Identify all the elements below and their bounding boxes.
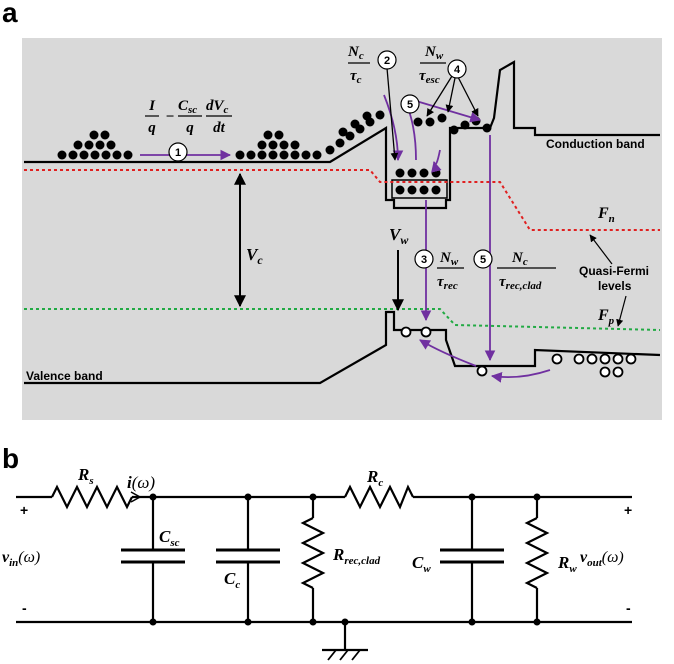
marker-4: 4 bbox=[447, 59, 467, 79]
fermi-level-p bbox=[24, 308, 661, 331]
marker-3: 3 bbox=[414, 249, 434, 269]
valence-band-edge bbox=[24, 310, 661, 385]
band-diagram-background bbox=[22, 38, 662, 420]
fn-label: Fn bbox=[597, 205, 615, 225]
vin-label: vin(ω) bbox=[2, 549, 40, 569]
marker-5b: 5 bbox=[473, 249, 493, 269]
svg-text:−: − bbox=[165, 109, 174, 125]
well-energy-level bbox=[391, 179, 448, 199]
cw-label: Cw bbox=[412, 553, 431, 575]
svg-text:dVc: dVc bbox=[206, 98, 229, 116]
current-arrow bbox=[130, 491, 142, 503]
escape-pointers bbox=[386, 67, 479, 161]
panel-b-label: b bbox=[2, 443, 19, 474]
marker-1: 1 bbox=[168, 142, 188, 162]
marker-2: 2 bbox=[377, 50, 397, 70]
panel-a-label: a bbox=[2, 0, 18, 28]
svg-text:q: q bbox=[186, 120, 194, 136]
fermi-level-n bbox=[24, 169, 660, 231]
conduction-band-label: Conduction band bbox=[546, 137, 645, 151]
resistor-rw bbox=[524, 517, 550, 589]
svg-text:τesc: τesc bbox=[419, 68, 440, 86]
svg-text:4: 4 bbox=[454, 64, 461, 76]
svg-text:q: q bbox=[148, 120, 156, 136]
fp-label: Fp bbox=[597, 307, 615, 327]
vin-plus: + bbox=[20, 502, 28, 518]
rw-label: Rw bbox=[557, 553, 577, 575]
quasi-fermi-label-line1: Quasi-Fermi bbox=[579, 264, 649, 278]
process-markers: 1 2 3 4 5 5 bbox=[168, 50, 493, 269]
vin-minus: - bbox=[22, 600, 27, 616]
well-recombination-label: Nw τrec bbox=[437, 250, 464, 292]
vout-plus: + bbox=[624, 502, 632, 518]
vout-label: vout(ω) bbox=[580, 549, 624, 569]
equivalent-circuit bbox=[16, 484, 632, 661]
svg-text:Nc: Nc bbox=[511, 250, 528, 268]
marker-5a: 5 bbox=[400, 94, 420, 114]
svg-text:3: 3 bbox=[421, 254, 427, 266]
holes bbox=[400, 326, 637, 378]
svg-text:dt: dt bbox=[213, 120, 226, 136]
svg-text:Csc: Csc bbox=[178, 98, 197, 116]
current-label: i(ω) bbox=[127, 473, 155, 492]
circuit-nodes bbox=[149, 493, 541, 626]
clad-recombination-label: Nc τrec,clad bbox=[497, 250, 556, 292]
csc-label: Csc bbox=[159, 527, 180, 549]
svg-text:5: 5 bbox=[480, 254, 486, 266]
svg-text:2: 2 bbox=[384, 55, 390, 67]
svg-text:τrec: τrec bbox=[437, 274, 458, 292]
svg-text:5: 5 bbox=[407, 99, 413, 111]
quasi-fermi-pointer-n bbox=[589, 234, 613, 265]
vw-label: Vw bbox=[389, 225, 409, 247]
rs-label: Rs bbox=[77, 465, 94, 487]
rclad-label: Rrec,clad bbox=[332, 545, 381, 567]
svg-text:τc: τc bbox=[350, 68, 362, 86]
svg-text:Nw: Nw bbox=[439, 250, 459, 268]
escape-rate-label: Nw τesc bbox=[419, 44, 446, 86]
cc-label: Cc bbox=[224, 569, 240, 591]
resistor-rclad bbox=[300, 517, 326, 589]
svg-text:1: 1 bbox=[175, 147, 181, 159]
vc-label: Vc bbox=[246, 245, 263, 267]
capture-rate-label: Nc τc bbox=[347, 44, 370, 86]
svg-text:Nc: Nc bbox=[347, 44, 364, 62]
svg-text:I: I bbox=[148, 98, 156, 114]
electrons bbox=[57, 110, 492, 195]
resistor-rs bbox=[51, 484, 133, 510]
vout-minus: - bbox=[626, 600, 631, 616]
valence-band-label: Valence band bbox=[26, 369, 103, 383]
quasi-fermi-pointer-p bbox=[616, 295, 627, 327]
rc-label: Rc bbox=[366, 467, 383, 489]
conduction-band-edge bbox=[24, 60, 660, 210]
quasi-fermi-label-line2: levels bbox=[598, 279, 632, 293]
current-equation: I q − Csc q dVc dt bbox=[145, 98, 232, 136]
svg-text:Nw: Nw bbox=[424, 44, 444, 62]
resistor-rc bbox=[344, 484, 414, 510]
svg-text:τrec,clad: τrec,clad bbox=[499, 274, 542, 292]
